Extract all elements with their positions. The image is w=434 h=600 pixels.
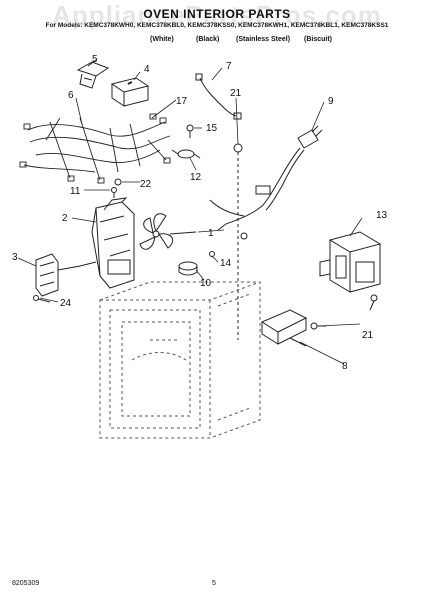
part-21-screw-upper <box>233 143 243 340</box>
callout-22: 22 <box>140 179 152 190</box>
watermark: AppliancePartsPros.com <box>52 0 382 30</box>
callouts: 1 2 3 4 5 6 7 8 9 10 11 12 13 14 15 17 2… <box>12 54 388 372</box>
callout-21-upper: 21 <box>230 88 242 99</box>
document-number: 8205309 <box>12 580 40 587</box>
callout-12: 12 <box>190 172 202 183</box>
callout-2: 2 <box>62 213 68 224</box>
part-1-fan-blade <box>139 213 197 250</box>
callout-5: 5 <box>92 54 98 65</box>
oven-cavity <box>99 281 261 439</box>
model-list: For Models: KEMC378KWH0, KEMC378KBL0, KE… <box>45 22 389 29</box>
part-11-screw <box>111 187 117 198</box>
callout-10: 10 <box>200 278 212 289</box>
callout-7: 7 <box>226 61 232 72</box>
page-number: 5 <box>212 580 216 587</box>
part-4-capacitor <box>110 77 150 107</box>
finish-list: (White) (Black) (Stainless Steel) (Biscu… <box>120 36 380 48</box>
callout-8: 8 <box>342 361 348 372</box>
callout-1: 1 <box>208 228 214 239</box>
part-15-screw <box>186 124 194 138</box>
part-12-thermostat <box>171 149 201 159</box>
part-5-bracket <box>76 61 110 89</box>
part-2-fan-shroud <box>91 197 135 289</box>
page-title: OVEN INTERIOR PARTS <box>143 7 291 21</box>
part-9-power-cord <box>209 125 323 240</box>
finish-biscuit: (Biscuit) <box>304 36 332 43</box>
part-3-light-housing <box>35 253 97 297</box>
callout-3: 3 <box>12 252 18 263</box>
callout-4: 4 <box>144 64 150 75</box>
callout-13: 13 <box>376 210 388 221</box>
part-13-transformer <box>319 231 382 293</box>
part-8-cover <box>260 309 308 347</box>
finish-stainless: (Stainless Steel) <box>236 36 291 43</box>
callout-11: 11 <box>70 186 81 197</box>
part-10-lamp <box>178 261 198 276</box>
part-21-screw-lower <box>310 294 378 330</box>
finish-black: (Black) <box>196 36 220 43</box>
callout-6: 6 <box>68 90 74 101</box>
finish-white: (White) <box>150 36 174 43</box>
leader-lines <box>17 59 363 365</box>
part-6-wire-harness <box>19 113 171 184</box>
callout-17: 17 <box>176 96 188 107</box>
callout-15: 15 <box>206 123 218 134</box>
callout-21-lower: 21 <box>362 330 374 341</box>
callout-24: 24 <box>60 298 72 309</box>
part-22-screw <box>114 178 122 186</box>
part-14-screw <box>209 251 215 257</box>
callout-14: 14 <box>220 258 232 269</box>
header: AppliancePartsPros.com OVEN INTERIOR PAR… <box>0 0 434 56</box>
part-24-screw <box>33 295 51 303</box>
callout-9: 9 <box>328 96 334 107</box>
part-7-sensor-lead <box>195 73 242 120</box>
